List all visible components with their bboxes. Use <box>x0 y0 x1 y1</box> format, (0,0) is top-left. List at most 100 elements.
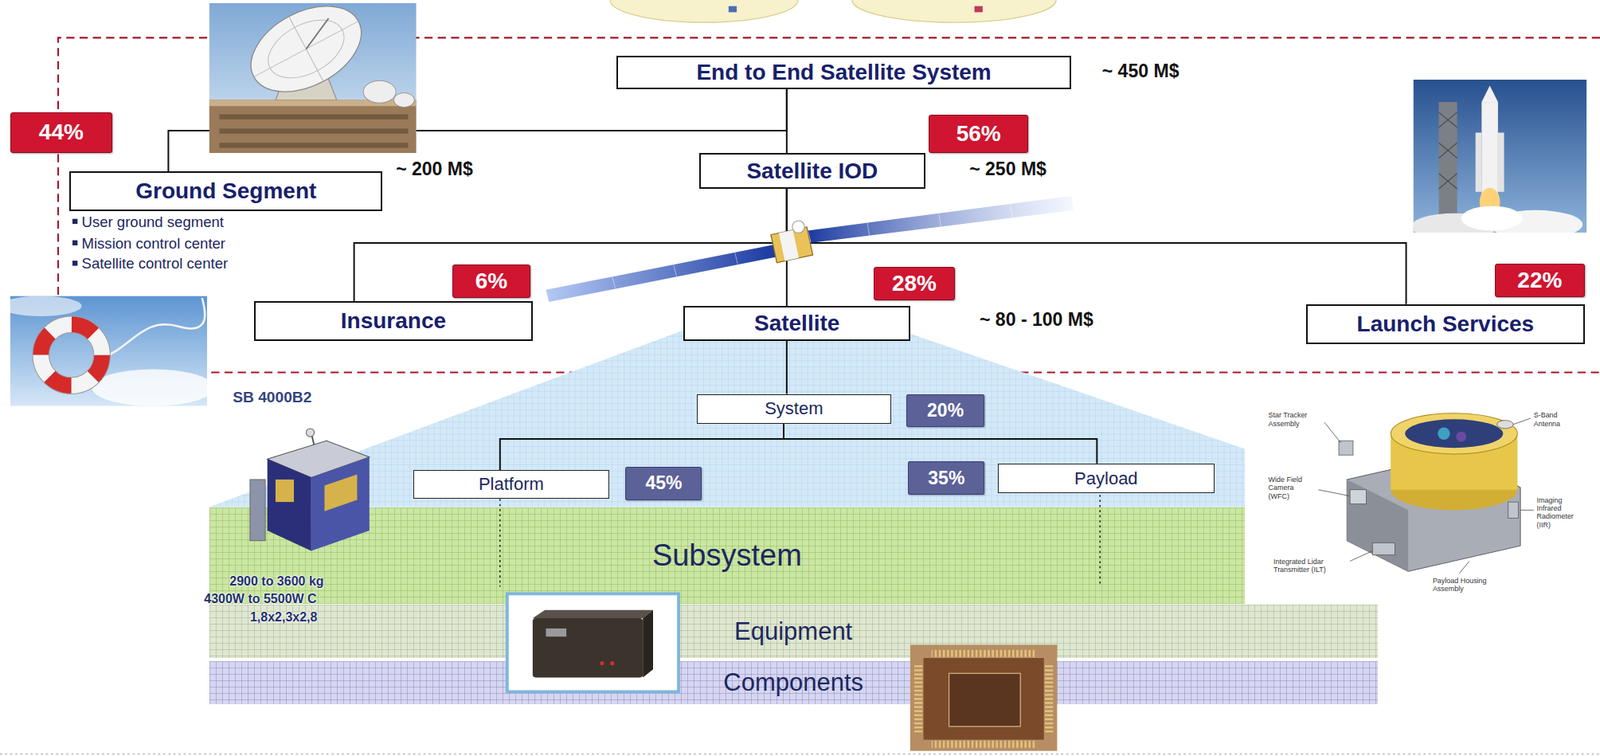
part-label: Payload Housing Assembly <box>1432 576 1503 594</box>
payload-instrument-illustration <box>1404 418 1503 448</box>
launch-photo <box>1461 206 1523 231</box>
component-chip-photo <box>931 649 1037 658</box>
bottom-dotted-rule <box>0 753 1600 756</box>
percent-badge: 56% <box>928 114 1029 154</box>
node-text: End to End Satellite System <box>696 59 991 86</box>
platform-name: SB 4000B2 <box>232 388 312 407</box>
node-text: 44% <box>39 119 84 145</box>
bullet-item: User ground segment <box>82 213 225 231</box>
cost-label: ~ 450 M$ <box>1102 60 1180 83</box>
launch-photo <box>1498 132 1505 192</box>
platform-illustration <box>250 428 370 552</box>
node-text: Satellite IOD <box>746 158 878 184</box>
layer-band: Equipment <box>209 604 1378 659</box>
tree-connector <box>786 188 1407 305</box>
spec-label: 1,8x2,3x2,8 <box>250 610 318 625</box>
bullet-marks <box>72 219 78 224</box>
top-cloud-icons <box>610 0 1057 23</box>
spec-label: 2900 to 3600 kg <box>229 574 324 589</box>
layer-band: Components <box>209 661 1378 705</box>
payload-instrument-illustration <box>1338 440 1354 455</box>
ground-antenna-photo <box>236 3 376 110</box>
insurance-lifebuoy-photo <box>49 332 94 378</box>
satellite-illustration <box>769 219 814 263</box>
ground-antenna-photo <box>363 80 396 103</box>
tree-connector <box>168 89 787 172</box>
satellite-illustration <box>770 226 814 263</box>
percent-badge: 28% <box>873 266 956 301</box>
part-label: Wide Field Camera (WFC) <box>1268 475 1316 501</box>
platform-illustration <box>250 479 266 541</box>
bullet-marks <box>72 260 78 266</box>
payload-instrument-illustration <box>1390 413 1518 454</box>
satellite-illustration <box>612 203 1013 289</box>
equipment-photo <box>507 593 679 692</box>
level-box: Platform <box>413 469 610 498</box>
ground-antenna-photo <box>209 100 417 154</box>
launch-photo <box>1413 79 1588 233</box>
segment-box: Launch Services <box>1306 304 1585 345</box>
part-label: Star Tracker Assembly <box>1268 410 1325 428</box>
node-text: 6% <box>475 268 508 294</box>
tree-connector <box>783 423 1097 464</box>
part-label: Wide Field Camera (WFC) <box>1268 475 1316 501</box>
node-text: 20% <box>927 399 964 421</box>
component-chip-photo <box>910 644 1058 751</box>
node-text: 22% <box>1517 267 1562 294</box>
node-text: Ground Segment <box>135 178 317 204</box>
insurance-lifebuoy-photo <box>10 295 208 406</box>
part-label: S-Band Antenna <box>1533 410 1584 428</box>
share-badge: 20% <box>906 394 986 427</box>
launch-photo <box>1439 101 1458 225</box>
node-text: 45% <box>645 472 682 493</box>
spec-label: 4300W to 5500W C <box>203 591 317 607</box>
node-text: Insurance <box>340 308 446 334</box>
part-label: Imaging Infrared Radiometer (IIR) <box>1537 496 1589 529</box>
cost-label: ~ 200 M$ <box>395 158 474 180</box>
payload-instrument-illustration <box>1455 431 1467 443</box>
component-chip-photo <box>910 644 1058 751</box>
node-text: Subsystem <box>652 538 802 574</box>
top-cloud-icons <box>974 6 983 13</box>
ground-antenna-photo <box>394 93 415 108</box>
insurance-lifebuoy-photo <box>40 324 102 386</box>
percent-badge: 6% <box>452 264 532 298</box>
component-chip-photo <box>914 665 923 733</box>
equipment-photo <box>532 618 643 677</box>
insurance-lifebuoy-photo <box>40 324 102 386</box>
node-text: Satellite <box>754 310 840 337</box>
node-text: 28% <box>891 270 937 297</box>
percent-badge: 44% <box>10 112 113 153</box>
component-chip-photo <box>931 740 1037 748</box>
ground-antenna-photo <box>219 142 408 148</box>
launch-photo <box>1413 79 1588 233</box>
part-label: S-Band Antenna <box>1533 410 1584 428</box>
part-label: Payload Housing Assembly <box>1432 576 1503 594</box>
component-chip-photo <box>1044 665 1053 733</box>
percent-badge: 22% <box>1494 263 1585 298</box>
cost-label: ~ 80 - 100 M$ <box>979 309 1094 331</box>
platform-illustration <box>324 474 357 512</box>
equipment-photo <box>532 610 654 619</box>
platform-illustration <box>275 479 294 502</box>
share-badge: 45% <box>625 466 702 501</box>
tree-connector <box>500 423 784 471</box>
payload-instrument-illustration <box>1349 489 1367 505</box>
component-chip-photo <box>949 672 1022 727</box>
payload-instrument-illustration <box>1318 418 1534 574</box>
payload-instrument-illustration <box>1497 420 1514 429</box>
payload-instrument-illustration <box>1318 413 1534 574</box>
tree-connector <box>786 89 788 153</box>
level-box: System <box>696 394 891 424</box>
node-text: System <box>764 398 823 419</box>
equipment-photo <box>642 610 654 678</box>
satellite-illustration <box>778 230 799 262</box>
bullet-marks <box>72 219 78 267</box>
satellite-illustration <box>545 244 775 302</box>
platform-name: SB 4000B2 <box>232 388 312 407</box>
ground-antenna-photo <box>219 113 408 119</box>
payload-instrument-illustration <box>1437 427 1450 440</box>
equipment-photo <box>545 628 567 637</box>
tree-connector <box>354 188 787 302</box>
